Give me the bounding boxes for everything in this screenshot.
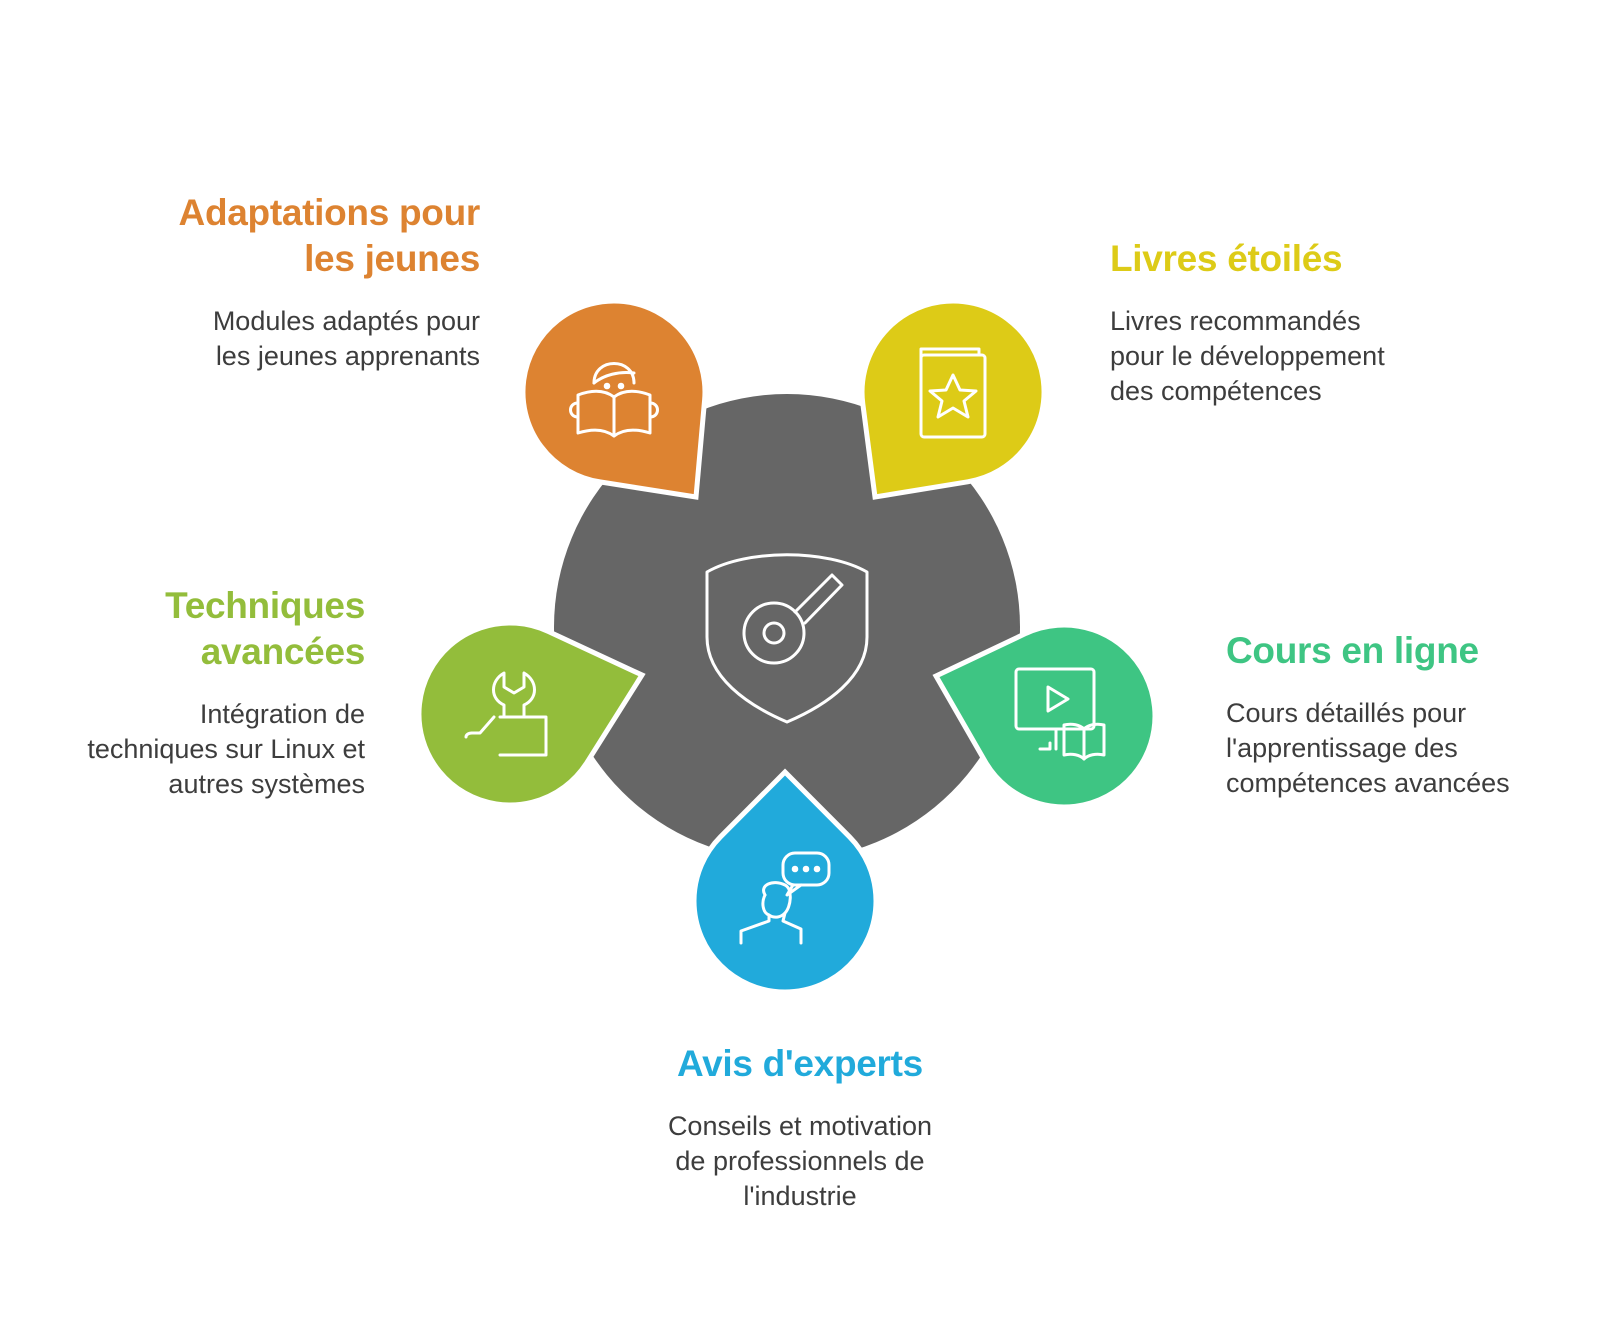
video-lesson-icon [1014, 667, 1106, 761]
expert-chat-icon [739, 851, 831, 945]
center-hub [554, 394, 1020, 860]
petal-techniques [416, 620, 646, 808]
desc-cours: Cours détaillés pour l'apprentissage des… [1226, 698, 1510, 798]
petal-cours [932, 622, 1158, 810]
petal-shape-techniques [416, 620, 646, 808]
petal-livres [859, 298, 1047, 500]
label-jeunes: Adaptations pour les jeunes Modules adap… [60, 190, 481, 374]
desc-livres: Livres recommandés pour le développement… [1110, 306, 1385, 406]
title-experts: Avis d'experts [677, 1043, 923, 1084]
star-book-icon [919, 347, 987, 439]
title-livres: Livres étoilés [1110, 238, 1343, 279]
petal-shape-cours [932, 622, 1158, 810]
title-jeunes: Adaptations pour les jeunes [178, 192, 481, 279]
desc-techniques: Intégration de techniques sur Linux et a… [87, 699, 365, 799]
label-techniques: Techniques avancées Intégration de techn… [5, 583, 365, 802]
wrench-hand-icon [464, 671, 548, 757]
label-cours: Cours en ligne Cours détaillés pour l'ap… [1226, 628, 1586, 801]
desc-jeunes: Modules adaptés pour les jeunes apprenan… [212, 306, 480, 371]
shield-key-icon [705, 553, 869, 724]
desc-experts: Conseils et motivation de professionnels… [667, 1111, 933, 1211]
title-cours: Cours en ligne [1226, 630, 1479, 671]
label-livres: Livres étoilés Livres recommandés pour l… [1110, 236, 1530, 409]
petal-shape-livres [859, 298, 1047, 500]
label-experts: Avis d'experts Conseils et motivation de… [600, 1041, 1000, 1214]
child-reading-icon [569, 362, 659, 438]
title-techniques: Techniques avancées [165, 585, 365, 672]
